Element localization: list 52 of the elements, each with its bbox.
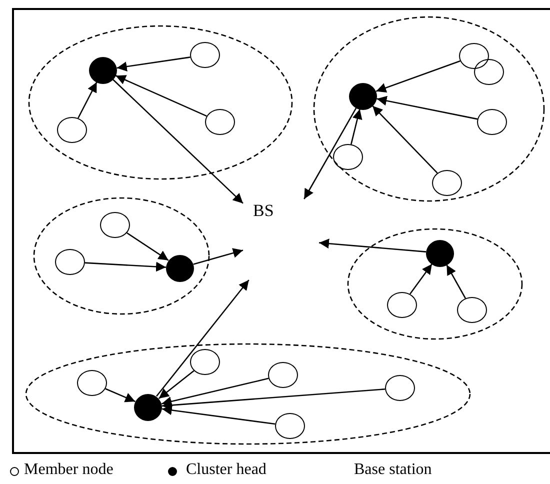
member-node	[385, 375, 415, 401]
member-node	[333, 144, 363, 170]
member-node	[275, 413, 305, 439]
arrow	[376, 60, 460, 93]
arrow	[304, 108, 357, 200]
arrow	[84, 262, 166, 272]
arrow	[161, 378, 269, 406]
member-node	[77, 370, 107, 396]
arrow	[162, 388, 386, 410]
arrow	[105, 388, 136, 402]
arrow	[410, 264, 432, 294]
legend-label: Base station	[354, 461, 432, 479]
cluster-head	[166, 254, 194, 282]
arrow	[126, 232, 169, 261]
legend-label: Cluster head	[186, 461, 266, 479]
cluster-boundary	[33, 197, 210, 315]
member-node	[432, 170, 462, 196]
member-node	[205, 109, 235, 135]
member-node	[474, 59, 504, 85]
arrow	[446, 264, 466, 299]
member-node	[57, 117, 87, 143]
legend-label: Member node	[24, 461, 114, 479]
cluster-head	[349, 82, 377, 110]
member-node	[190, 349, 220, 375]
cluster-boundary	[25, 343, 471, 445]
arrow	[372, 105, 438, 174]
node-label: BS	[253, 201, 274, 220]
arrow	[318, 238, 426, 252]
arrow	[162, 405, 276, 425]
arrow	[350, 108, 362, 144]
member-node	[268, 362, 298, 388]
member-node	[457, 297, 487, 323]
arrow	[158, 370, 194, 399]
arrow	[116, 56, 190, 72]
member-node	[387, 292, 417, 318]
cluster-boundary	[347, 228, 523, 340]
arrow	[376, 96, 478, 120]
cluster-boundary	[28, 25, 293, 180]
member-node	[190, 42, 220, 68]
arrow	[156, 280, 250, 397]
arrow	[112, 79, 244, 204]
arrow	[115, 75, 207, 117]
cluster-head	[134, 394, 162, 420]
cluster-boundary	[313, 16, 545, 202]
cluster-head	[89, 56, 117, 84]
member-node	[100, 212, 130, 238]
cluster-head	[426, 240, 454, 266]
arrow	[78, 82, 98, 118]
arrow	[193, 248, 244, 265]
member-node	[55, 249, 85, 275]
member-node	[477, 109, 507, 135]
member-node	[459, 43, 489, 69]
